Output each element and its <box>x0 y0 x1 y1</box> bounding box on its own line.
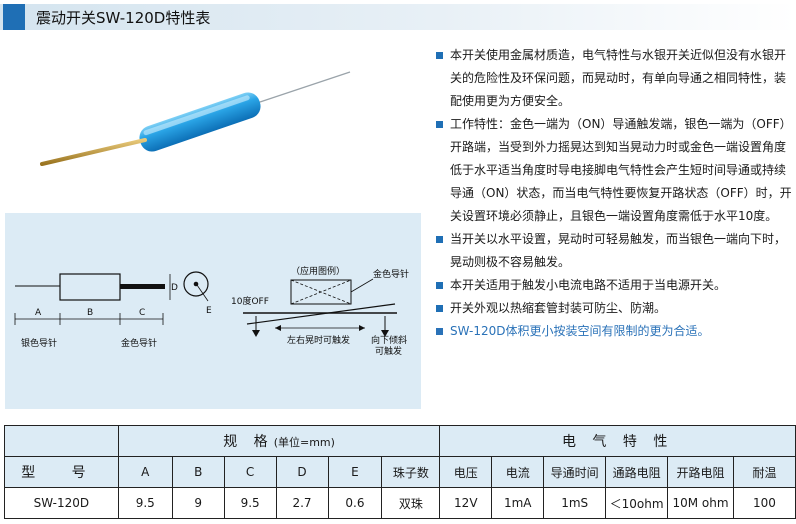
column-header-model: 型 号 <box>4 456 119 488</box>
cell-e: 0.6 <box>327 487 383 519</box>
cell-b: 9 <box>171 487 225 519</box>
column-header-e: E <box>327 456 383 488</box>
cell-temperature: 100 <box>732 487 796 519</box>
cell-a: 9.5 <box>117 487 173 519</box>
table-header-row: 型 号 A B C D E 珠子数 电压 电流 导通时间 通路电阻 开路电阻 耐… <box>4 456 796 488</box>
table-group-row: 规 格(单位=mm) 电 气 特 性 <box>4 425 796 457</box>
cell-closed-resistance: ＜10ohm <box>605 487 669 519</box>
tilt-trigger-label-1: 向下倾斜 <box>371 334 407 346</box>
description-item-highlight: SW-120D体积更小按装空间有限制的更为合适。 <box>434 320 792 343</box>
tilt-trigger-label-2: 可触发 <box>375 345 402 357</box>
elec-group-header: 电 气 特 性 <box>439 425 796 457</box>
gold-lead-right-label: 金色导针 <box>373 268 409 280</box>
cell-on-time: 1mS <box>543 487 607 519</box>
column-header-current: 电流 <box>491 456 545 488</box>
page-title: 震动开关SW-120D特性表 <box>36 9 211 27</box>
column-header-c: C <box>223 456 277 488</box>
column-header-on-time: 导通时间 <box>543 456 607 488</box>
dim-label-c: C <box>139 308 145 318</box>
cell-open-resistance: 10M ohm <box>667 487 734 519</box>
description-item: 当开关以水平设置，晃动时可轻易触发，而当银色一端向下时，晃动则极不容易触发。 <box>434 228 792 274</box>
cell-c: 9.5 <box>223 487 277 519</box>
table-corner-cell <box>4 425 119 457</box>
header-bar <box>0 4 796 30</box>
gold-lead-label: 金色导针 <box>121 337 157 349</box>
cell-voltage: 12V <box>439 487 493 519</box>
end-view-circle <box>183 271 209 297</box>
dimension-diagram-panel: D E A B C 银色导针 金色导针 （应用图例） 金色导针 10度OFF 左… <box>5 213 421 409</box>
description-list: 本开关使用金属材质造，电气特性与水银开关近似但没有水银开关的危险性及环保问题，而… <box>434 44 792 343</box>
spec-group-header: 规 格(单位=mm) <box>117 425 441 457</box>
cell-current: 1mA <box>491 487 545 519</box>
dim-label-b: B <box>87 308 93 318</box>
dim-label-e: E <box>206 306 212 316</box>
table-row: SW-120D 9.5 9 9.5 2.7 0.6 双珠 12V 1mA 1mS… <box>4 487 796 519</box>
description-item: 本开关使用金属材质造，电气特性与水银开关近似但没有水银开关的危险性及环保问题，而… <box>434 44 792 113</box>
dimension-diagram: D E A B C 银色导针 金色导针 （应用图例） 金色导针 10度OFF 左… <box>14 265 409 357</box>
column-header-voltage: 电压 <box>439 456 493 488</box>
shake-trigger-label: 左右晃时可触发 <box>287 334 350 346</box>
tilted-board <box>246 303 396 325</box>
cell-beads: 双珠 <box>381 487 441 519</box>
column-header-closed-resistance: 通路电阻 <box>605 456 669 488</box>
switch-body <box>139 92 261 152</box>
column-header-open-resistance: 开路电阻 <box>667 456 734 488</box>
dim-label-a: A <box>35 308 42 318</box>
header-accent-square <box>3 4 25 30</box>
off-angle-label: 10度OFF <box>231 295 269 307</box>
spec-table: 规 格(单位=mm) 电 气 特 性 型 号 A B C D E 珠子数 电压 … <box>4 425 796 519</box>
silver-lead-label: 银色导针 <box>21 337 57 349</box>
spec-group-label: 规 格 <box>223 434 274 450</box>
column-header-a: A <box>117 456 173 488</box>
description-item: 开关外观以热缩套管封装可防尘、防潮。 <box>434 297 792 320</box>
description-item: 工作特性：金色一端为（ON）导通触发端，银色一端为（OFF）开路端，当受到外力摇… <box>434 113 792 228</box>
column-header-b: B <box>171 456 225 488</box>
description-item: 本开关适用于触发小电流电路不适用于当电源开关。 <box>434 274 792 297</box>
cell-d: 2.7 <box>275 487 329 519</box>
switch-body-outline <box>59 273 121 301</box>
cell-model: SW-120D <box>4 487 119 519</box>
gold-pin <box>40 138 147 166</box>
header: 震动开关SW-120D特性表 <box>0 0 796 32</box>
column-header-beads: 珠子数 <box>381 456 441 488</box>
gold-lead-bar <box>120 284 165 289</box>
spec-unit-label: (单位=mm) <box>273 436 335 449</box>
switch-photo <box>40 71 351 166</box>
column-header-temperature: 耐温 <box>732 456 796 488</box>
column-header-d: D <box>275 456 329 488</box>
example-label: （应用图例） <box>291 265 345 277</box>
dim-label-d: D <box>171 283 178 293</box>
silver-wire <box>256 71 351 104</box>
